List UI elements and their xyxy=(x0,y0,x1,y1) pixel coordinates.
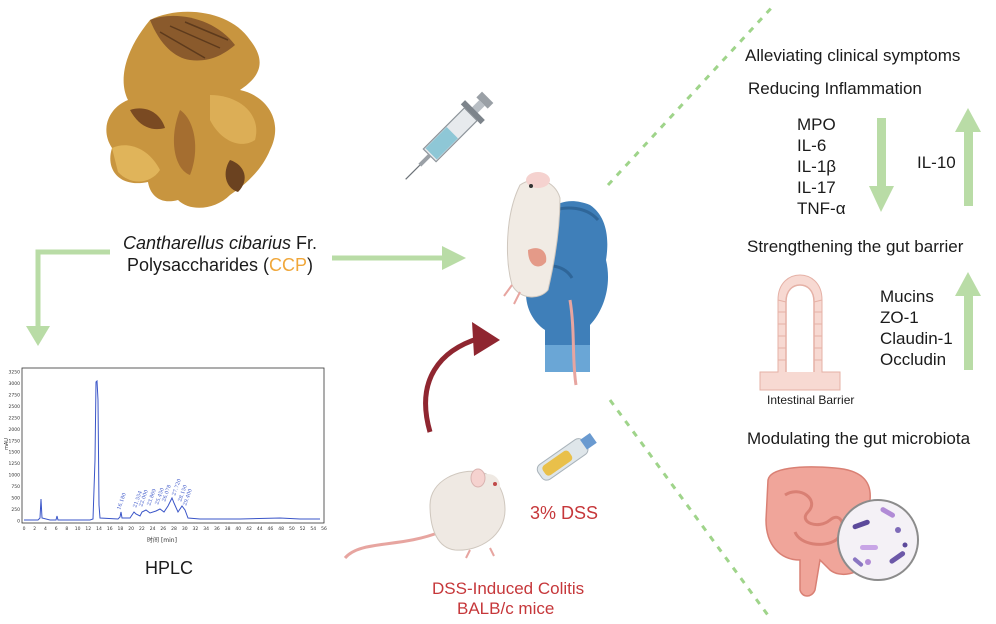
effect-microbiota: Modulating the gut microbiota xyxy=(747,429,971,448)
hplc-peak-label: 28.150 xyxy=(177,484,189,502)
hplc-x-tick: 40 xyxy=(235,526,241,532)
species-suffix: Fr. xyxy=(291,233,318,253)
hplc-label: HPLC xyxy=(145,558,194,578)
hplc-x-tick: 10 xyxy=(75,526,81,532)
dss-dose-label: 3% DSS xyxy=(530,503,599,523)
up-arrow-barrier xyxy=(964,292,973,370)
dss-tube-icon xyxy=(536,432,597,481)
hplc-x-tick: 52 xyxy=(300,526,306,532)
hplc-x-tick: 4 xyxy=(44,526,47,532)
hplc-x-tick: 54 xyxy=(310,526,316,532)
hplc-x-tick: 24 xyxy=(150,526,156,532)
marker-mucins: Mucins xyxy=(880,287,934,306)
hplc-peak-label: 26.078 xyxy=(161,484,173,502)
hplc-y-tick: 3250 xyxy=(9,370,21,376)
syringe-icon xyxy=(405,91,494,180)
arrow-to-hplc xyxy=(35,249,110,330)
marker-tnfa: TNF-α xyxy=(797,199,846,218)
species-name: Cantharellus cibarius xyxy=(122,233,292,253)
hplc-x-tick: 30 xyxy=(182,526,188,532)
hplc-y-tick: 1500 xyxy=(9,450,21,456)
hplc-y-tick: 2000 xyxy=(9,427,21,433)
hplc-x-tick: 20 xyxy=(128,526,134,532)
down-arrow xyxy=(877,118,886,190)
hplc-x-tick: 32 xyxy=(193,526,199,532)
curved-arrow xyxy=(423,335,481,433)
hplc-chart xyxy=(0,0,335,190)
barrier-caption: Intestinal Barrier xyxy=(767,393,855,407)
hplc-y-tick: 1750 xyxy=(9,438,21,444)
hplc-x-tick: 56 xyxy=(321,526,327,532)
hplc-x-tick: 28 xyxy=(171,526,177,532)
hplc-peak-label: 29.400 xyxy=(182,488,194,506)
hplc-y-tick: 0 xyxy=(17,518,20,524)
mouse-tail xyxy=(343,530,441,560)
up-arrow-il10 xyxy=(964,128,973,206)
hplc-x-tick: 16 xyxy=(107,526,113,532)
hplc-peak-label: 16.180 xyxy=(116,492,128,510)
effect-clinical: Alleviating clinical symptoms xyxy=(745,46,961,65)
polysaccharides-prefix: Polysaccharides ( xyxy=(126,255,270,275)
hplc-y-tick: 3000 xyxy=(9,381,21,387)
hplc-peak-label: 21.554 xyxy=(132,490,144,508)
hplc-x-tick: 0 xyxy=(23,526,26,532)
source-label: Cantharellus cibarius Fr. Polysaccharide… xyxy=(110,232,330,276)
marker-mpo: MPO xyxy=(797,115,836,134)
hplc-y-tick: 1000 xyxy=(9,473,21,479)
marker-il1b: IL-1β xyxy=(797,157,837,176)
hplc-y-tick: 2500 xyxy=(9,404,21,410)
colitis-model-line2: BALB/c mice xyxy=(457,599,555,618)
dashed-line-lower xyxy=(608,399,772,619)
hplc-peak-label: 23.869 xyxy=(146,488,158,506)
hplc-y-tick: 250 xyxy=(11,507,20,513)
colitis-model-line1: DSS-Induced Colitis xyxy=(432,579,585,598)
marker-occludin: Occludin xyxy=(880,350,947,369)
marker-il10: IL-10 xyxy=(917,153,956,172)
hplc-x-label: 时间 [min] xyxy=(147,536,177,544)
hplc-y-tick: 500 xyxy=(11,496,20,502)
hplc-x-tick: 18 xyxy=(118,526,124,532)
marker-il6: IL-6 xyxy=(797,136,827,155)
hplc-peak-label: 25.450 xyxy=(154,487,166,505)
hplc-x-tick: 44 xyxy=(257,526,263,532)
hplc-x-tick: 48 xyxy=(278,526,284,532)
marker-zo1: ZO-1 xyxy=(880,308,919,327)
down-marker-list: MPO IL-6 IL-1β IL-17 TNF-α xyxy=(797,114,846,219)
hplc-x-tick: 8 xyxy=(65,526,68,532)
hplc-x-tick: 2 xyxy=(33,526,36,532)
hplc-y-unit: mAU xyxy=(4,438,10,450)
hplc-y-tick: 1250 xyxy=(9,461,21,467)
hplc-x-tick: 22 xyxy=(139,526,145,532)
hplc-y-tick: 2750 xyxy=(9,392,21,398)
hplc-y-tick: 750 xyxy=(11,484,20,490)
glove-hand xyxy=(524,201,609,372)
hplc-peak-label: 27.720 xyxy=(171,478,183,496)
polysaccharides-suffix: ) xyxy=(307,255,314,275)
marker-claudin1: Claudin-1 xyxy=(880,329,953,348)
hplc-x-tick: 14 xyxy=(96,526,102,532)
hplc-y-tick: 2250 xyxy=(9,415,21,421)
mouse-body xyxy=(429,470,506,551)
hplc-x-tick: 34 xyxy=(203,526,209,532)
held-mouse xyxy=(507,179,561,298)
ccp-abbrev: CCP xyxy=(269,255,308,275)
hplc-x-tick: 38 xyxy=(225,526,231,532)
hplc-x-tick: 6 xyxy=(55,526,58,532)
hplc-x-tick: 12 xyxy=(85,526,91,532)
hplc-x-tick: 36 xyxy=(214,526,220,532)
effect-barrier: Strengthening the gut barrier xyxy=(747,237,964,256)
effect-inflammation: Reducing Inflammation xyxy=(748,79,922,98)
hplc-trace xyxy=(24,379,320,521)
hplc-x-tick: 42 xyxy=(246,526,252,532)
marker-il17: IL-17 xyxy=(797,178,836,197)
hplc-peak-label: 22.000 xyxy=(138,489,150,507)
barrier-marker-list: Mucins ZO-1 Claudin-1 Occludin xyxy=(880,286,953,370)
hplc-x-tick: 46 xyxy=(268,526,274,532)
hplc-x-tick: 50 xyxy=(289,526,295,532)
hplc-x-tick: 26 xyxy=(160,526,166,532)
